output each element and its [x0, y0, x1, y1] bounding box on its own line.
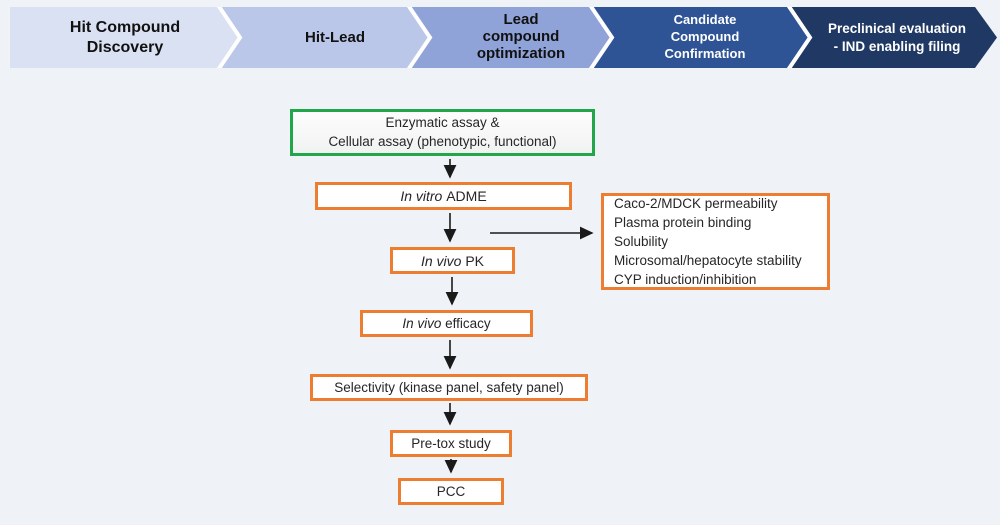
- chevron-stage-1: [10, 7, 240, 68]
- box-in-vivo-pk: In vivo PK: [390, 247, 515, 274]
- side-list-item: Solubility: [614, 234, 669, 249]
- box-efficacy-italic-text: In vivo: [402, 316, 442, 331]
- box-adme-text: ADME: [442, 188, 487, 204]
- box-enzymatic-cellular-assay: Enzymatic assay & Cellular assay (phenot…: [290, 109, 595, 156]
- chevron-stage-5: [788, 7, 997, 68]
- box-pk-text: PK: [461, 252, 485, 269]
- box-efficacy-text: efficacy: [441, 316, 491, 331]
- box-pcc: PCC: [398, 478, 504, 505]
- side-list-item: Plasma protein binding: [614, 215, 752, 230]
- chevron-stage-4: [590, 7, 810, 68]
- chevron-stage-2: [218, 7, 430, 68]
- chevron-stage-3: [408, 7, 612, 68]
- side-list-item: Caco-2/MDCK permeability: [614, 196, 778, 211]
- side-list-item: CYP induction/inhibition: [614, 272, 757, 287]
- box-in-vitro-adme: In vitro ADME: [315, 182, 572, 210]
- box-pretox-study: Pre-tox study: [390, 430, 512, 457]
- box-adme-italic-text: In vitro: [400, 188, 443, 204]
- process-banner: [10, 7, 997, 68]
- box-pk-italic-text: In vivo: [420, 252, 462, 269]
- box-in-vivo-efficacy: In vivo efficacy: [360, 310, 533, 337]
- box-selectivity: Selectivity (kinase panel, safety panel): [310, 374, 588, 401]
- chevron-separators: [216, 7, 813, 68]
- box-adme-assay-list: Caco-2/MDCK permeability Plasma protein …: [601, 193, 830, 290]
- side-list-item: Microsomal/hepatocyte stability: [614, 253, 802, 268]
